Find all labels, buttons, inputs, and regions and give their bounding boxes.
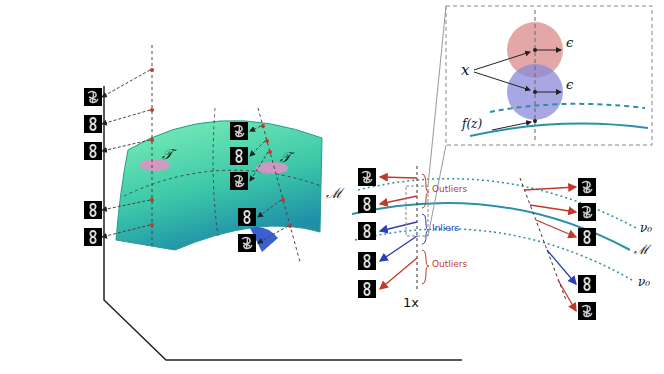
tangent-label: 𝒯	[162, 147, 173, 162]
inlier-label: Inliers	[432, 224, 459, 234]
projection-label: f(z)	[462, 118, 482, 131]
outlier-label: Outliers	[432, 185, 467, 195]
boundary-label: ν₀	[638, 276, 650, 289]
radius-label: ϵ	[566, 36, 573, 50]
boundary-label: ν₀	[640, 222, 652, 235]
point-label: x	[461, 62, 469, 79]
radius-label: ϵ	[566, 78, 573, 92]
point-label: 1x	[403, 296, 419, 310]
manifold-label: ℳ	[634, 243, 649, 257]
tangent-label: 𝒯	[280, 150, 291, 165]
manifold-label: ℳ	[326, 186, 342, 201]
outlier-label: Outliers	[432, 260, 467, 270]
